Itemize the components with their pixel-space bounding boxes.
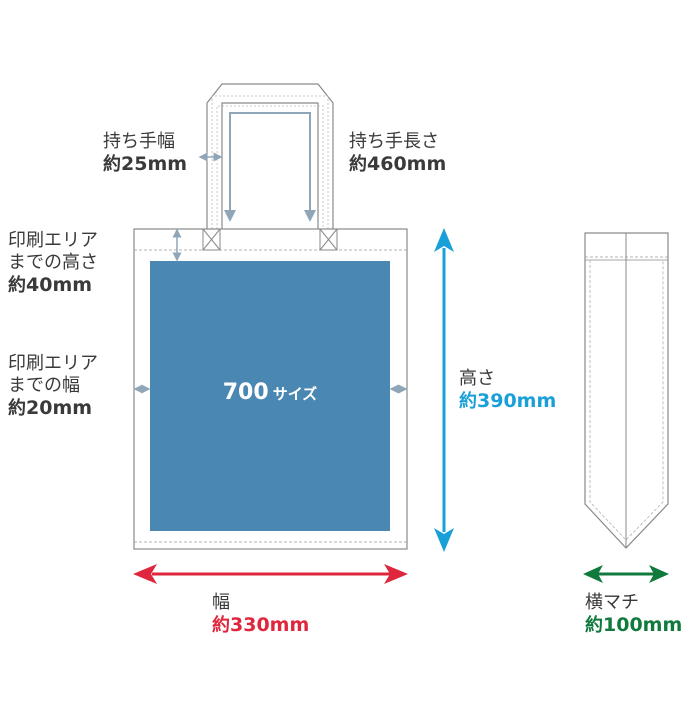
handle-attach-left [202, 228, 221, 251]
gusset-arrow [583, 565, 669, 583]
handle-outline [206, 83, 334, 229]
handle-length-label: 持ち手長さ 約460mm [349, 131, 447, 175]
handle-stitch [211, 95, 329, 229]
gusset-label: 横マチ 約100mm [585, 592, 683, 636]
width-arrow [133, 564, 408, 584]
width-label: 幅 約330mm [212, 592, 310, 636]
handle-attach-right [319, 228, 338, 251]
print-top-label: 印刷エリア までの高さ 約40mm [8, 230, 98, 296]
handle-length-guide [224, 112, 316, 222]
handle-width-label: 持ち手幅 約25mm [103, 131, 188, 175]
height-arrow [434, 228, 454, 552]
print-area [150, 261, 390, 531]
height-label: 高さ 約390mm [459, 368, 557, 412]
print-side-label: 印刷エリア までの幅 約20mm [8, 353, 98, 419]
gusset-inner-stitch [589, 260, 664, 541]
handle-inner [221, 102, 319, 229]
